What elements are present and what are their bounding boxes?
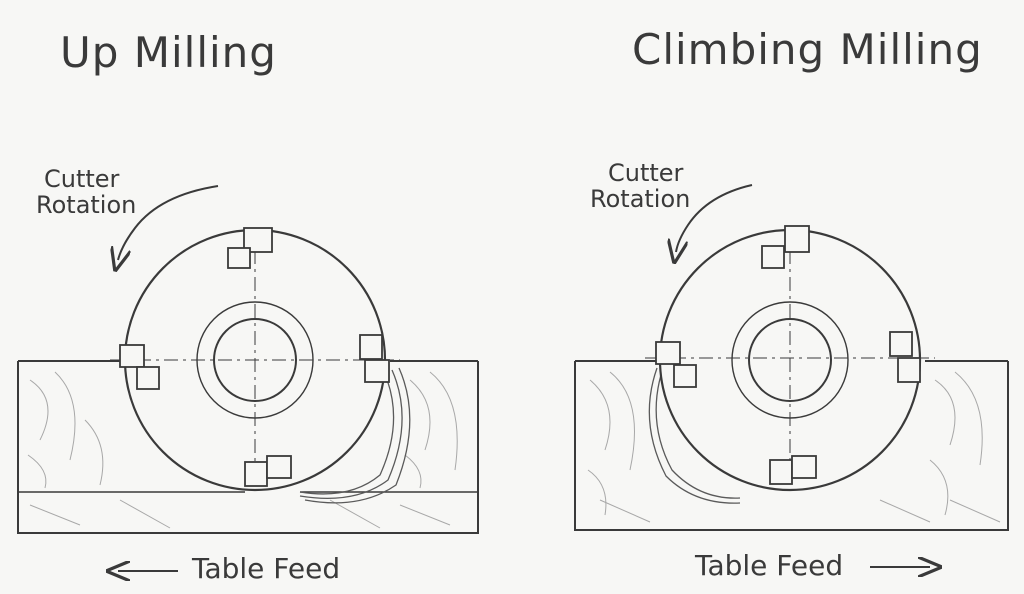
rotation-label-line2: Rotation (36, 191, 137, 219)
climbing-milling-rotation-label: Cutter Rotation (590, 160, 690, 212)
up-milling-feed-label: Table Feed (192, 552, 341, 585)
up-milling-cutter (110, 227, 400, 492)
rotation-label-line1: Cutter (608, 159, 684, 187)
up-milling-rotation-label: Cutter Rotation (36, 166, 136, 218)
rotation-label-line1: Cutter (44, 165, 120, 193)
up-milling-workpiece (17, 360, 479, 534)
climbing-milling-rotation-arrow (676, 184, 753, 252)
rotation-label-line2: Rotation (590, 185, 691, 213)
climbing-milling-title: Climbing Milling (632, 25, 983, 74)
up-milling-rotation-arrow (118, 185, 219, 260)
climbing-milling-workpiece (574, 360, 1009, 531)
climbing-milling-cutter (645, 225, 935, 492)
up-milling-title: Up Milling (60, 28, 277, 77)
climbing-milling-feed-label: Table Feed (695, 549, 844, 582)
